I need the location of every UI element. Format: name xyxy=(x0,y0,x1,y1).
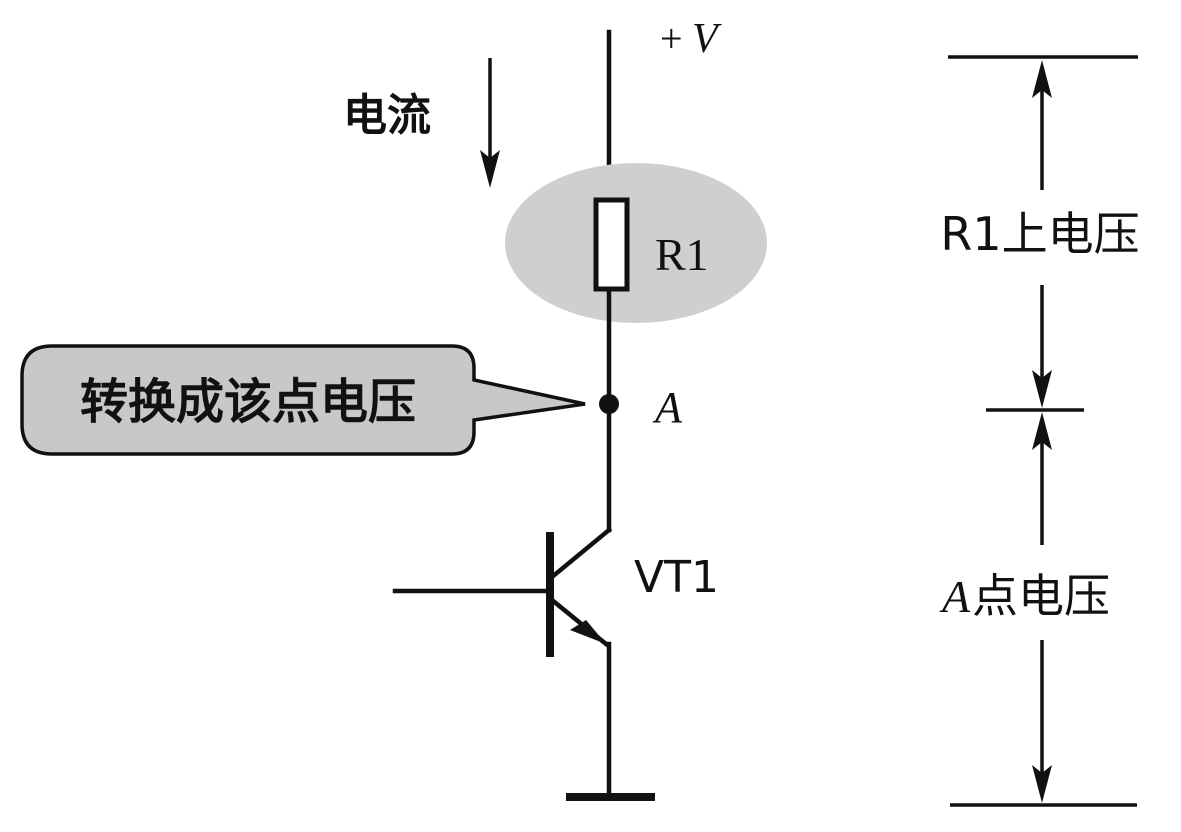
dim-upper-arrow-bottom xyxy=(1032,370,1052,408)
dim-upper-label: R1上电压 xyxy=(940,207,1139,261)
resistor-highlight xyxy=(505,163,767,323)
dim-lower-arrow-bottom xyxy=(1032,765,1052,803)
emitter-arrow xyxy=(570,620,606,644)
current-label: 电流 xyxy=(343,90,431,141)
callout-text: 转换成该点电压 xyxy=(80,374,416,430)
node-a-dot xyxy=(599,394,619,414)
resistor-r1 xyxy=(593,197,630,292)
dim-lower-arrow-top xyxy=(1032,412,1052,450)
transistor-vt1 xyxy=(392,526,613,798)
dim-lower-prefix: A xyxy=(939,571,971,622)
dim-lower-suffix: 点电压 xyxy=(972,569,1110,623)
dim-upper-arrow-top xyxy=(1032,60,1052,98)
callout-bubble xyxy=(20,344,586,456)
dimension-lines xyxy=(948,55,1138,807)
supply-sign: + xyxy=(660,16,683,61)
transistor-label: VT1 xyxy=(634,552,719,603)
collector-lead xyxy=(548,526,613,581)
current-arrow xyxy=(480,58,500,188)
supply-symbol: V xyxy=(692,16,722,62)
resistor-label: R1 xyxy=(655,229,709,280)
node-a-label: A xyxy=(652,383,683,432)
